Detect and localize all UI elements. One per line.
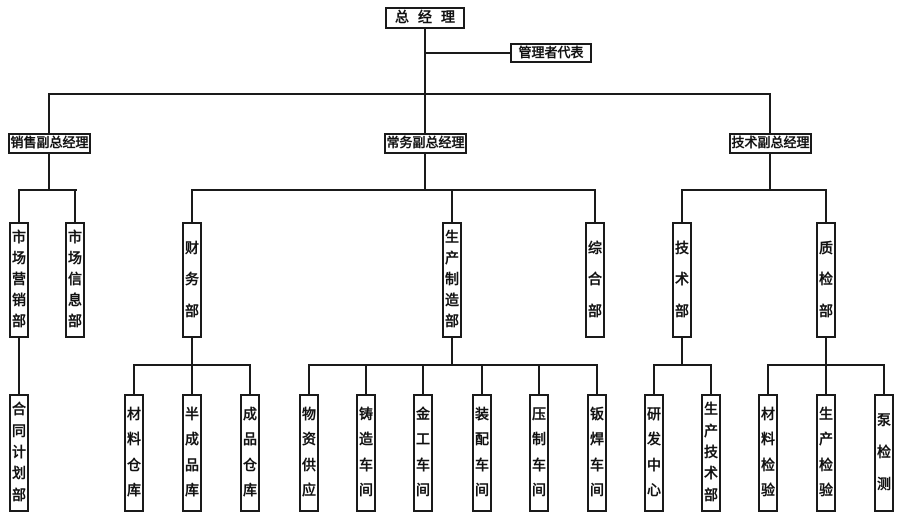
connector-line <box>191 189 193 222</box>
connector-line <box>365 364 367 394</box>
node-pump-testing: 泵检测 <box>874 394 894 512</box>
node-pressing-workshop: 压制车间 <box>529 394 549 512</box>
connector-line <box>191 364 193 394</box>
node-production-tech-dept: 生产技术部 <box>701 394 721 512</box>
node-general-affairs-dept: 综合部 <box>585 222 605 338</box>
connector-line <box>825 189 827 222</box>
node-assembly-workshop: 装配车间 <box>472 394 492 512</box>
node-technology-dept: 技术部 <box>672 222 692 338</box>
node-casting-workshop: 铸造车间 <box>356 394 376 512</box>
connector-line <box>481 364 483 394</box>
connector-line <box>769 154 771 191</box>
node-production-mfg-dept: 生产制造部 <box>442 222 462 338</box>
connector-line <box>767 364 769 394</box>
connector-line <box>594 189 596 222</box>
connector-line <box>653 364 655 394</box>
node-market-info-dept: 市场信息部 <box>65 222 85 338</box>
connector-line <box>825 364 827 394</box>
node-marketing-dept: 市场营销部 <box>9 222 29 338</box>
node-general-manager: 总经理 <box>385 7 465 29</box>
connector-line <box>191 338 193 365</box>
connector-line <box>424 154 426 191</box>
node-contract-planning-dept: 合同计划部 <box>9 394 29 512</box>
connector-line <box>18 189 77 191</box>
node-production-inspection: 生产检验 <box>816 394 836 512</box>
node-material-inspection: 材料检验 <box>758 394 778 512</box>
connector-line <box>249 364 251 394</box>
connector-line <box>425 52 511 54</box>
connector-line <box>883 364 885 394</box>
node-sales-deputy-gm: 销售副总经理 <box>8 133 91 154</box>
connector-line <box>538 364 540 394</box>
connector-line <box>48 93 50 134</box>
connector-line <box>681 189 683 222</box>
node-semifinished-warehouse: 半成品库 <box>182 394 202 512</box>
node-quality-inspection-dept: 质检部 <box>816 222 836 338</box>
connector-line <box>422 364 424 394</box>
connector-line <box>451 189 453 222</box>
node-management-representative: 管理者代表 <box>510 43 592 63</box>
node-material-warehouse: 材料仓库 <box>124 394 144 512</box>
connector-line <box>681 189 827 191</box>
connector-line <box>308 364 598 366</box>
connector-line <box>74 189 76 222</box>
node-executive-deputy-gm: 常务副总经理 <box>384 133 467 154</box>
connector-line <box>18 338 20 394</box>
connector-line <box>825 338 827 365</box>
connector-line <box>18 189 20 222</box>
node-finished-goods-warehouse: 成品仓库 <box>240 394 260 512</box>
connector-line <box>48 154 50 191</box>
connector-line <box>681 338 683 365</box>
connector-line <box>596 364 598 394</box>
connector-line <box>48 93 771 95</box>
node-technical-deputy-gm: 技术副总经理 <box>729 133 812 154</box>
node-material-supply: 物资供应 <box>299 394 319 512</box>
connector-line <box>769 93 771 134</box>
connector-line <box>710 364 712 394</box>
node-sheet-welding-workshop: 钣焊车间 <box>587 394 607 512</box>
connector-line <box>191 189 596 191</box>
node-finance-dept: 财务部 <box>182 222 202 338</box>
connector-line <box>451 338 453 365</box>
connector-line <box>133 364 135 394</box>
connector-line <box>653 364 712 366</box>
connector-line <box>424 28 426 134</box>
node-metalworking-workshop: 金工车间 <box>413 394 433 512</box>
node-rd-center: 研发中心 <box>644 394 664 512</box>
connector-line <box>308 364 310 394</box>
